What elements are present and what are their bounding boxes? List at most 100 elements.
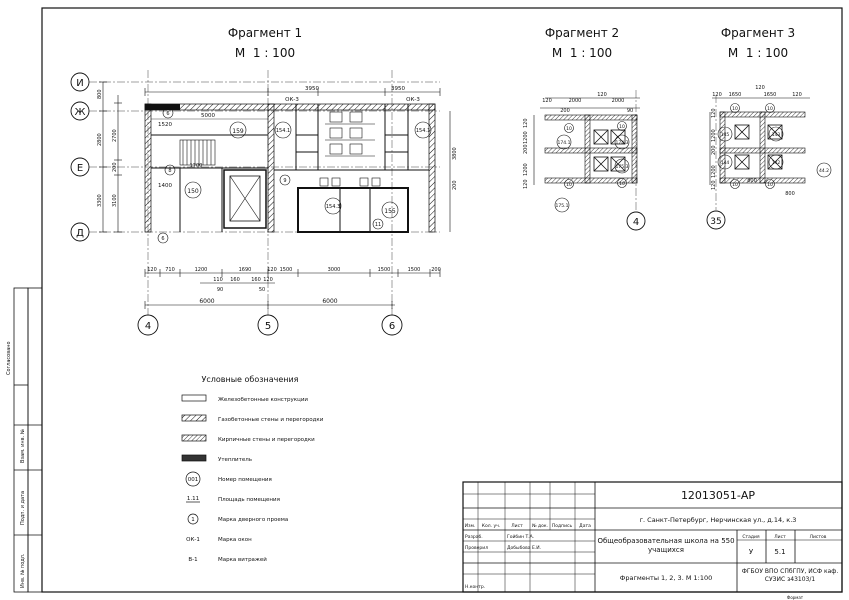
dim-b-710: 710	[165, 267, 175, 273]
f3-dim-left-1200b: 1200	[711, 165, 717, 178]
svg-text:145: 145	[721, 132, 730, 138]
dim-b-1200: 1200	[195, 267, 208, 273]
f3-room-144: 144	[717, 154, 733, 170]
f3-door-10d: 10	[765, 179, 775, 189]
dim-left-2700: 2700	[112, 129, 118, 142]
strip-label-sign-date: Подп. и дата	[20, 491, 26, 525]
fragment-3-title: Фрагмент 3	[721, 26, 795, 40]
legend-item-room-number: 001 Номер помещения	[185, 471, 272, 487]
dim-left-800: 800	[97, 89, 103, 99]
strip-label-inventory: Инв. № подл.	[20, 553, 26, 588]
f2-door-10c: 10	[564, 179, 574, 189]
svg-text:В-1: В-1	[188, 557, 197, 563]
mark-ok3-b: ОК-3	[406, 97, 420, 103]
svg-text:10: 10	[566, 182, 572, 188]
f3-room-44-2: 44.2	[816, 162, 832, 178]
svg-text:175.1: 175.1	[556, 203, 569, 209]
f2-dim-200: 200	[560, 108, 570, 114]
svg-text:Номер помещения: Номер помещения	[218, 477, 272, 483]
f3-room-145: 145	[717, 126, 733, 142]
stamp-format: Формат	[787, 595, 804, 600]
svg-text:Железобетонные конструкции: Железобетонные конструкции	[218, 397, 308, 403]
room-155: 155	[381, 201, 399, 219]
axis-row-И: И	[70, 72, 440, 92]
axis-col-5: 5	[257, 314, 279, 336]
svg-text:Д: Д	[76, 228, 84, 239]
dim-b-1690: 1690	[239, 267, 252, 273]
f3-dim-bottom-800b: 800	[785, 191, 795, 197]
stamp-stage-v: У	[749, 548, 754, 556]
svg-text:174.1: 174.1	[558, 140, 571, 146]
svg-text:4: 4	[145, 321, 151, 332]
f2-dim-120a: 120	[542, 98, 552, 104]
f2-dim-2000b: 2000	[612, 98, 625, 104]
f2-dim-left-1200b: 1200	[523, 163, 529, 176]
svg-text:10: 10	[732, 106, 738, 112]
svg-text:9: 9	[283, 178, 286, 184]
fragment-1-scale: М 1 : 100	[235, 46, 295, 60]
f2-dim-left-120: 120	[523, 118, 529, 128]
stamp-h-date: Дата	[579, 523, 591, 529]
dim-b-110: 110	[213, 277, 223, 283]
svg-text:Площадь помещения: Площадь помещения	[218, 497, 280, 503]
stamp-sheet-title: Фрагменты 1, 2, 3. М 1:100	[620, 574, 712, 582]
svg-text:И: И	[76, 78, 83, 89]
svg-text:Марка витражей: Марка витражей	[218, 556, 267, 563]
dim-b-160a: 160	[230, 277, 240, 283]
f2-room-175-1: 175.1	[554, 197, 570, 213]
door-mark-9: 9	[279, 174, 291, 186]
dim-b-90: 90	[217, 287, 223, 293]
room-154-1a: 154.1	[274, 121, 292, 139]
stamp-role-dev: Разраб.	[465, 534, 483, 540]
legend-item-brick: Кирпичные стены и перегородки	[181, 434, 315, 443]
svg-text:5: 5	[265, 321, 271, 332]
f2-dim-120b: 120	[597, 92, 607, 98]
svg-text:001: 001	[188, 477, 199, 483]
toilet-stalls	[325, 111, 375, 157]
svg-text:6: 6	[166, 111, 169, 117]
mark-ok3-a: ОК-3	[285, 97, 299, 103]
legend-item-glazing-mark: В-1 Марка витражей	[188, 556, 267, 563]
svg-text:Ж: Ж	[75, 107, 86, 118]
fragment-3-plan: 1650 120 1650 120 120 120 1200 200 1200 …	[706, 85, 832, 230]
svg-text:154.1: 154.1	[276, 128, 290, 134]
legend-item-door-mark: 1 Марка дверного проема	[187, 513, 288, 525]
dim-b-1500b: 1500	[378, 267, 391, 273]
dim-top-3950-a: 3950	[305, 86, 319, 92]
room-159: 159	[229, 121, 247, 139]
room-150: 150	[184, 181, 202, 199]
svg-text:10: 10	[619, 124, 625, 130]
svg-text:8: 8	[168, 168, 171, 174]
svg-text:Кирпичные стены и перегородки: Кирпичные стены и перегородки	[218, 437, 315, 443]
stamp-name-dev: Гойбин Т.А.	[507, 533, 534, 540]
legend-item-room-area: 1.11 Площадь помещения	[186, 496, 280, 503]
dim-b-1500c: 1500	[408, 267, 421, 273]
svg-text:44.2: 44.2	[819, 168, 829, 174]
dim-b-120b: 120	[267, 267, 277, 273]
svg-text:35: 35	[710, 217, 721, 227]
legend-item-window-mark: ОК-1 Марка окон	[186, 537, 252, 543]
stamp-h-doc: № док.	[532, 523, 548, 529]
f2-door-10b: 10	[617, 121, 627, 131]
door-mark-11: 11	[372, 218, 384, 230]
dim-1700: 1700	[190, 163, 203, 169]
fragment-2-plan: 120 2000 120 2000 200 90 120 1200 200 12…	[523, 90, 646, 231]
f3-dim-1650a: 1650	[729, 92, 742, 98]
elevator-shaft	[223, 169, 267, 229]
stamp-h-izm: Изм.	[465, 523, 476, 529]
stamp-address: г. Санкт-Петербург, Нерчинская ул., д.14…	[640, 516, 797, 524]
stamp-org: ФГБОУ ВПО СПбГПУ, ИСФ каф. СУЗИС з43103/…	[741, 568, 839, 583]
svg-text:174.3: 174.3	[616, 140, 629, 146]
svg-text:10: 10	[732, 182, 738, 188]
fragment-1-title: Фрагмент 1	[228, 26, 302, 40]
dim-1520: 1520	[158, 122, 172, 128]
svg-text:Утеплитель: Утеплитель	[218, 457, 252, 463]
svg-text:4: 4	[633, 217, 639, 228]
dim-total-6000b: 6000	[322, 298, 337, 305]
door-mark-8: 8	[164, 164, 176, 176]
stamp-h-kol: Кол. уч.	[482, 523, 500, 529]
room-154-1b: 154.1	[414, 121, 432, 139]
dim-left-3300: 3300	[97, 194, 103, 207]
fragment-2-title: Фрагмент 2	[545, 26, 619, 40]
svg-text:Марка дверного проема: Марка дверного проема	[218, 517, 288, 523]
